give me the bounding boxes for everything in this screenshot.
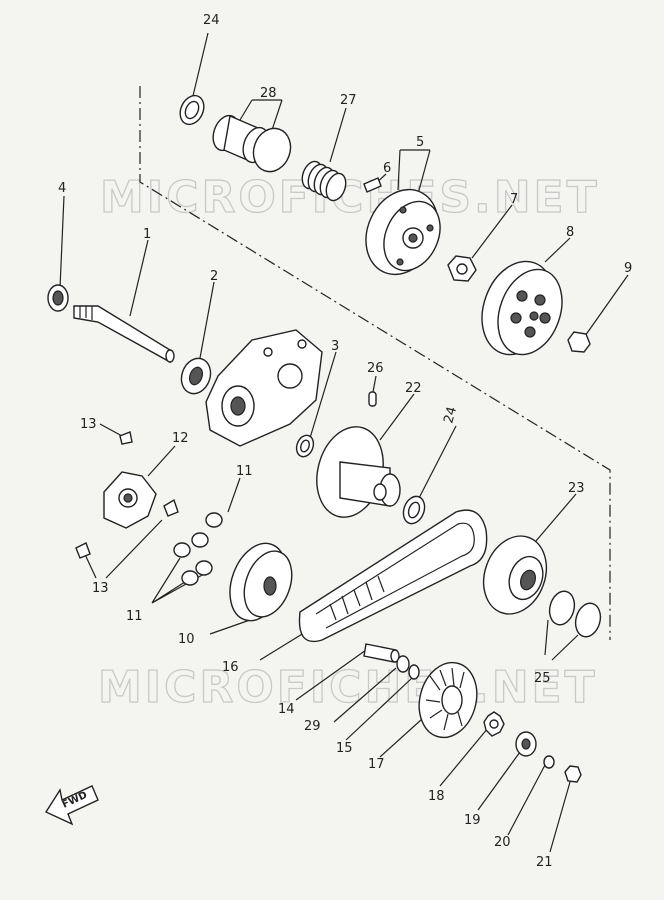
- callout-24-lower: 24: [441, 405, 460, 425]
- part-22-sliding-sheave: [316, 426, 401, 518]
- part-17-fan: [418, 661, 478, 739]
- callout-10: 10: [178, 632, 195, 647]
- part-23-fixed-sheave: [482, 535, 548, 615]
- callout-11-left: 11: [126, 609, 143, 624]
- part-5-clutch-carrier: [365, 188, 441, 276]
- callout-15: 15: [336, 741, 353, 756]
- part-14-collar: [363, 643, 400, 663]
- part-21-nut: [564, 765, 582, 783]
- part-24-seal-ring: [179, 94, 205, 126]
- part-26-pin: [368, 391, 377, 407]
- part-11-weight-rollers: [173, 512, 223, 586]
- callout-23: 23: [568, 481, 585, 496]
- callout-5: 5: [416, 135, 424, 150]
- part-15-washer: [408, 664, 420, 680]
- part-1-shaft: [73, 305, 175, 364]
- callout-20: 20: [494, 835, 511, 850]
- fwd-arrow-icon: FWD: [44, 785, 99, 826]
- part-10-primary-sheave: [229, 542, 293, 622]
- part-9-nut: [567, 331, 591, 353]
- part-18-gear: [483, 711, 505, 737]
- part-24-seal-ring-lower: [402, 495, 426, 525]
- leader-lines: [59, 32, 629, 853]
- callout-8: 8: [566, 225, 574, 240]
- part-20-washer: [543, 755, 555, 769]
- part-16-v-belt: [298, 509, 488, 643]
- callout-13-top: 13: [80, 417, 97, 432]
- part-29-washer: [396, 655, 410, 673]
- callout-16: 16: [222, 660, 239, 675]
- callout-3: 3: [331, 339, 339, 354]
- part-27-spring: [301, 160, 347, 202]
- callout-22: 22: [405, 381, 422, 396]
- callout-6: 6: [383, 161, 391, 176]
- part-7-nut: [447, 255, 477, 282]
- callout-14: 14: [278, 702, 295, 717]
- gear-case-cover: [205, 329, 323, 447]
- callout-11-right: 11: [236, 464, 253, 479]
- part-19-washer: [515, 731, 537, 757]
- watermark-bottom: MICROFICHES.NET: [98, 662, 598, 713]
- part-6-pin: [363, 177, 382, 193]
- callout-24-top: 24: [203, 13, 220, 28]
- callout-13-bottom: 13: [92, 581, 109, 596]
- watermark-top: MICROFICHES.NET: [100, 172, 600, 223]
- callout-2: 2: [210, 269, 218, 284]
- callout-25: 25: [534, 671, 551, 686]
- callout-21: 21: [536, 855, 553, 870]
- callout-4: 4: [58, 181, 66, 196]
- part-12-cam: [103, 471, 157, 529]
- callout-28: 28: [260, 86, 277, 101]
- part-28-collars: [212, 114, 292, 173]
- part-13-sliders: [75, 431, 179, 559]
- part-4-bearing: [47, 284, 69, 312]
- callout-18: 18: [428, 789, 445, 804]
- callout-9: 9: [624, 261, 632, 276]
- part-3-seal: [295, 434, 315, 458]
- assembly-boundary: [139, 86, 611, 640]
- callout-26: 26: [367, 361, 384, 376]
- callout-19: 19: [464, 813, 481, 828]
- part-2-bearing: [180, 357, 212, 395]
- callout-27: 27: [340, 93, 357, 108]
- part-8-clutch-housing: [481, 260, 563, 356]
- part-25-o-rings: [548, 590, 602, 638]
- callout-17: 17: [368, 757, 385, 772]
- callout-1: 1: [143, 227, 151, 242]
- callout-7: 7: [510, 192, 518, 207]
- callout-numbers: 24 28 27 5 6 7 8 9 4 1 2 3 26 22 24 13 1…: [58, 13, 632, 870]
- callout-12: 12: [172, 431, 189, 446]
- callout-29: 29: [304, 719, 321, 734]
